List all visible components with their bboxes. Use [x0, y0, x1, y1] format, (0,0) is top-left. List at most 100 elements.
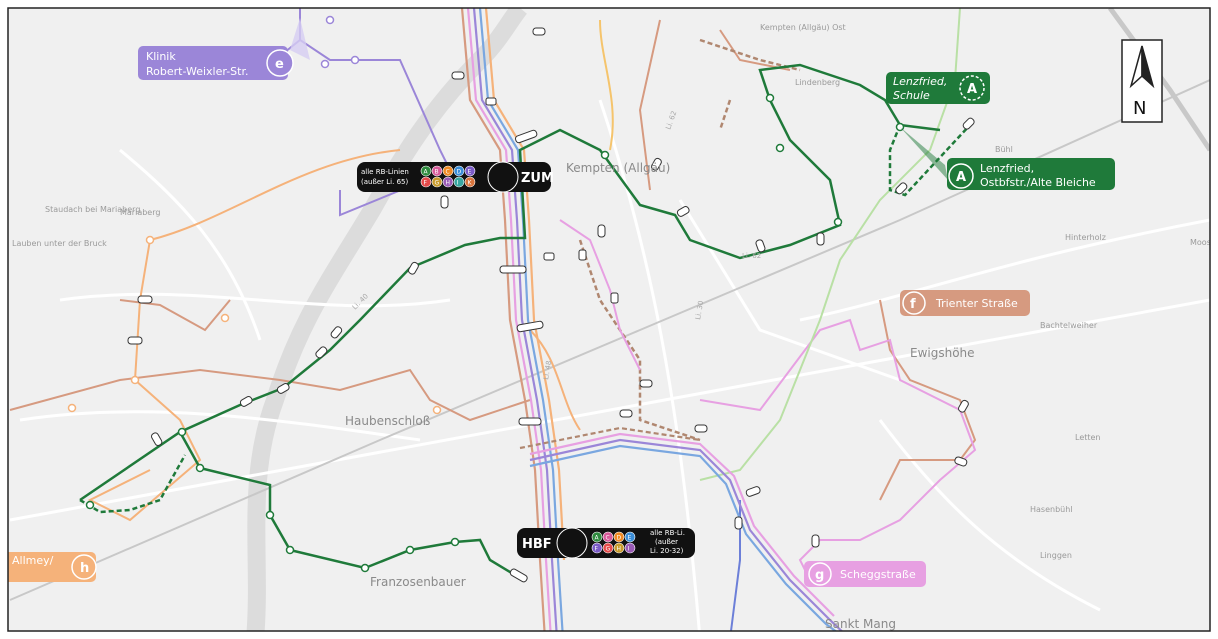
zum-line-letter: G: [435, 180, 440, 187]
terminal-h[interactable]: Allmey/ h: [0, 552, 97, 582]
zum-line-badge: [453, 176, 465, 188]
place-name: Kempten (Allgäu): [566, 161, 670, 175]
terminal-g[interactable]: Scheggstraße g: [804, 561, 926, 587]
map-background: [8, 8, 1210, 631]
zum-line-letter: K: [468, 180, 473, 187]
route-a-dashed: [888, 124, 971, 197]
zum-line-badge: [442, 165, 454, 177]
hbf-line-badge: [602, 542, 614, 554]
hbf-line-letter: I: [628, 546, 630, 553]
terminal-a-ostbf[interactable]: Lenzfried, Ostbfstr./Alte Bleiche A: [900, 127, 1115, 190]
svg-text:(außer Li. 65): (außer Li. 65): [361, 178, 408, 186]
place-name: Lauben unter der Bruck: [12, 239, 107, 248]
svg-text:A: A: [967, 82, 977, 97]
svg-text:HBF: HBF: [522, 537, 552, 552]
place-name: Sankt Mang: [825, 617, 896, 631]
route-h: [87, 149, 401, 522]
place-name: Hinterholz: [1065, 233, 1106, 242]
hbf-line-letter: G: [606, 546, 611, 553]
svg-text:alle RB-Linien: alle RB-Linien: [361, 168, 409, 176]
hbf-line-badge: [624, 542, 636, 554]
stop-bars: [127, 27, 975, 583]
place-name: Franzosenbauer: [370, 575, 466, 589]
svg-text:Klinik: Klinik: [146, 50, 176, 63]
place-name: Kempten (Allgäu) Ost: [760, 23, 846, 32]
route-g: [559, 219, 641, 371]
svg-text:Allmey/: Allmey/: [12, 554, 54, 567]
svg-text:g: g: [815, 568, 824, 583]
zum-line-badge: [464, 176, 476, 188]
zum-line-badge: [464, 165, 476, 177]
svg-text:Robert-Weixler-Str.: Robert-Weixler-Str.: [146, 65, 248, 78]
route-orange: [599, 19, 614, 151]
street-label: Li. 30: [694, 300, 705, 320]
north-letter: N: [1133, 98, 1146, 119]
hbf-line-letter: A: [595, 535, 600, 542]
place-name: Bachtelweiher: [1040, 321, 1098, 330]
hbf-line-badge: [602, 531, 614, 543]
place-name: Mariaberg: [120, 208, 160, 217]
hbf-line-badge: [613, 542, 625, 554]
stops: [67, 235, 442, 415]
svg-text:f: f: [910, 297, 916, 312]
place-name: Staudach bei Mariaberg: [45, 205, 140, 214]
place-name: Ewigshöhe: [910, 346, 975, 360]
hbf-line-badge: [613, 531, 625, 543]
hbf-line-letter: C: [606, 535, 610, 542]
svg-text:Schule: Schule: [893, 89, 930, 102]
route-f: [9, 368, 531, 422]
hbf-line-letter: E: [628, 535, 632, 542]
svg-text:e: e: [275, 57, 284, 72]
zum-line-letter: E: [468, 169, 472, 176]
svg-text:Ostbfstr./Alte Bleiche: Ostbfstr./Alte Bleiche: [980, 176, 1096, 189]
svg-text:Li. 20-32): Li. 20-32): [650, 547, 684, 555]
place-name: Bühl: [995, 145, 1013, 154]
route-e: [299, 8, 452, 217]
svg-text:Scheggstraße: Scheggstraße: [840, 568, 916, 581]
map-frame: [7, 7, 1211, 632]
place-name: Lindenberg: [795, 78, 840, 87]
zum-line-badge: [420, 176, 432, 188]
zum-line-badge: [431, 165, 443, 177]
zum-line-letter: I: [457, 180, 459, 187]
place-name: Linggen: [1040, 551, 1072, 560]
hbf-line-letter: F: [595, 546, 599, 553]
svg-text:Lenzfried,: Lenzfried,: [893, 75, 947, 88]
north-arrow: N: [1121, 39, 1163, 123]
stops: [320, 15, 360, 69]
zum-line-letter: C: [446, 169, 450, 176]
zum-line-letter: D: [457, 169, 462, 176]
stops: [85, 93, 905, 573]
hbf-line-badge: [624, 531, 636, 543]
terminal-f[interactable]: Trienter Straße f: [900, 290, 1030, 316]
place-name: Moos: [1190, 238, 1211, 247]
terminal-e[interactable]: Klinik Robert-Weixler-Str. e: [138, 18, 310, 80]
zum-line-letter: F: [424, 180, 428, 187]
zum-line-badge: [431, 176, 443, 188]
railway: [1107, 8, 1210, 152]
zum-line-letter: H: [446, 180, 451, 187]
place-name: Letten: [1075, 433, 1101, 442]
svg-text:Lenzfried,: Lenzfried,: [980, 162, 1034, 175]
route-f-dashed: [578, 239, 701, 442]
zum-line-badge: [442, 176, 454, 188]
route-a: [79, 63, 941, 502]
svg-text:h: h: [80, 561, 89, 576]
hbf-line-letter: D: [617, 535, 622, 542]
street-label: Li. 62: [742, 252, 761, 260]
svg-text:alle RB-Li.: alle RB-Li.: [650, 529, 685, 537]
zum-line-letter: B: [435, 169, 439, 176]
river: [246, 8, 528, 631]
svg-text:A: A: [956, 170, 966, 185]
place-name: Hasenbühl: [1030, 505, 1073, 514]
street-label: Li. 48: [542, 360, 553, 380]
zum-line-badge: [420, 165, 432, 177]
hbf-line-badge: [591, 542, 603, 554]
svg-text:ZUM: ZUM: [521, 171, 554, 186]
terminal-a-schule[interactable]: Lenzfried, Schule A: [886, 72, 990, 104]
zum-line-letter: A: [424, 169, 429, 176]
hbf-line-badge: [591, 531, 603, 543]
